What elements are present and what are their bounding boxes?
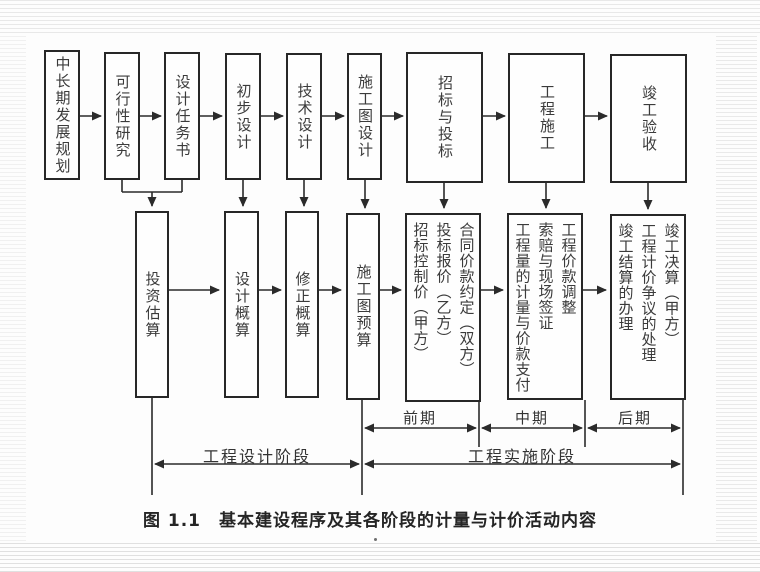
phase-label-early: 前期 [402,409,437,427]
node-construction-drawing-design: 施工图设计 [347,53,382,180]
stage-label-design: 工程设计阶段 [202,447,311,466]
node-design-budget-estimate: 设计概算 [224,211,259,398]
figure-caption: 图 1.1 基本建设程序及其各阶段的计量与计价活动内容 [142,511,598,531]
node-preliminary-design: 初步设计 [225,53,261,180]
phase-label-middle: 中期 [514,409,549,427]
node-completion-acceptance: 竣工验收 [610,54,687,183]
node-label: 可行性研究 [113,73,132,159]
node-label: 招标与投标 [436,75,454,160]
node-contract-price-agreement: 合同价款约定（双方） 投标报价（乙方） 招标控制价（甲方） [405,213,481,402]
node-final-accounts-settlement: 竣工决算（甲方） 工程计价争议的处理 竣工结算的办理 [610,214,686,400]
phase-label-late: 后期 [617,409,652,427]
node-label: 设计任务书 [173,73,192,159]
node-label: 设计概算 [233,270,251,339]
node-feasibility-study: 可行性研究 [104,52,140,180]
node-label: 合同价款约定（双方） 投标报价（乙方） 招标控制价（甲方） [411,222,476,377]
node-label: 中长期发展规划 [53,55,72,175]
node-label: 竣工验收 [640,84,658,153]
scan-stripes-right [716,36,757,543]
node-bidding-and-tendering: 招标与投标 [406,52,483,183]
node-label: 施工图设计 [356,74,374,159]
node-label: 施工图预算 [354,264,373,349]
node-design-task-statement: 设计任务书 [164,52,200,180]
node-label: 修正概算 [293,270,312,339]
node-price-adjustment-claims-payment: 工程价款调整 索赔与现场签证 工程量的计量与价款支付 [507,213,583,400]
ink-speck [374,538,377,541]
node-label: 初步设计 [234,82,253,151]
scan-stripes-bottom [0,543,760,572]
node-medium-long-term-development-plan: 中长期发展规划 [44,50,80,180]
node-revised-budget-estimate: 修正概算 [285,211,319,398]
stage-label-implementation: 工程实施阶段 [467,447,576,466]
node-label: 工程价款调整 索赔与现场签证 工程量的计量与价款支付 [513,222,578,393]
scan-stripes-left [0,36,26,543]
node-construction-drawing-budget: 施工图预算 [346,213,380,400]
node-label: 工程施工 [538,84,556,152]
scan-stripes-top [0,0,760,36]
node-technical-design: 技术设计 [286,53,322,180]
node-label: 竣工决算（甲方） 工程计价争议的处理 竣工结算的办理 [616,223,681,363]
node-investment-estimate: 投资估算 [135,211,169,398]
node-label: 投资估算 [143,270,162,339]
node-label: 技术设计 [295,82,314,151]
node-project-construction: 工程施工 [508,53,585,183]
